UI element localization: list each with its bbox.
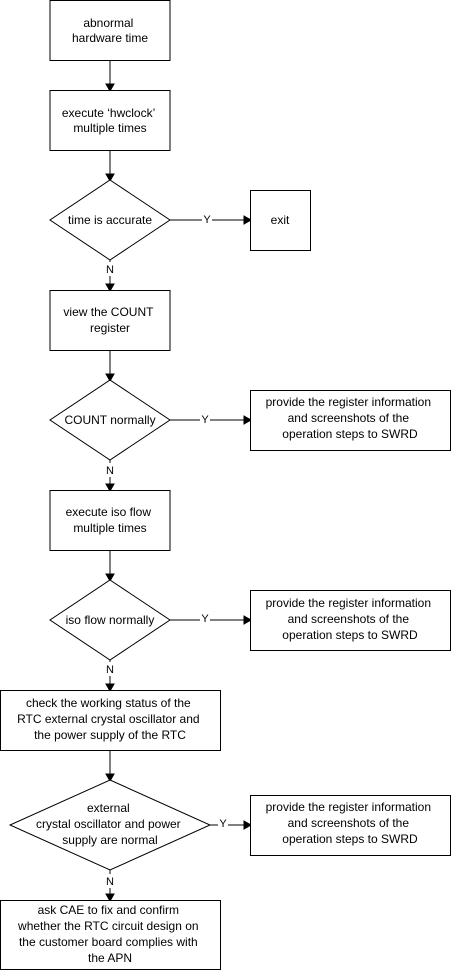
node-hwclock-label: execute ‘hwclock’ multiple times [62, 106, 158, 135]
arrowhead [243, 415, 253, 425]
node-provide-1-label: provide the register information and scr… [266, 395, 435, 441]
node-iso-check-label: iso flow normally [66, 613, 155, 627]
node-exit: exit [250, 190, 311, 251]
node-iso-exec: execute iso flow multiple times [49, 490, 171, 551]
node-count-check: COUNT normally [49, 379, 171, 461]
arrowhead [105, 283, 115, 293]
arrowhead [243, 215, 253, 225]
node-exit-label: exit [271, 213, 290, 227]
node-cae: ask CAE to fix and confirm whether the R… [0, 900, 221, 970]
edge-labels: Y N Y N Y N Y N [104, 212, 228, 888]
node-start: abnormal hardware time [49, 0, 171, 61]
node-provide-3-label: provide the register information and scr… [266, 800, 435, 846]
node-osc-check: external crystal oscillator and power su… [8, 779, 212, 871]
node-provide-2: provide the register information and scr… [250, 590, 451, 651]
arrowhead [105, 573, 115, 583]
arrowhead [105, 773, 115, 783]
arrowhead [105, 893, 115, 903]
edges [105, 60, 253, 903]
arrowhead [105, 483, 115, 493]
arrowhead [105, 173, 115, 183]
node-osc-check-label: external crystal oscillator and power su… [36, 801, 184, 847]
node-rtc-status-label: check the working status of the RTC exte… [17, 696, 203, 742]
edge-label-iso-no: N [106, 664, 114, 676]
node-hwclock: execute ‘hwclock’ multiple times [49, 90, 171, 151]
arrowhead [243, 615, 253, 625]
node-provide-1: provide the register information and scr… [250, 390, 451, 451]
edge-label-osc-no: N [106, 876, 114, 888]
node-count-view: view the COUNT register [49, 290, 171, 351]
node-count-check-label: COUNT normally [64, 413, 155, 427]
edge-label-time-no: N [106, 264, 114, 276]
edge-label-osc-yes: Y [219, 818, 227, 830]
edge-label-count-yes: Y [201, 414, 209, 426]
node-time-check-label: time is accurate [68, 213, 152, 227]
edge-label-count-no: N [106, 465, 114, 477]
node-cae-label: ask CAE to fix and confirm whether the R… [17, 903, 202, 965]
node-time-check: time is accurate [49, 179, 171, 261]
node-rtc-status: check the working status of the RTC exte… [0, 690, 221, 751]
arrowhead [105, 83, 115, 93]
edge-label-time-yes: Y [203, 214, 211, 226]
node-start-label: abnormal hardware time [72, 16, 148, 45]
arrowhead [243, 820, 253, 830]
arrowhead [105, 373, 115, 383]
node-provide-2-label: provide the register information and scr… [266, 596, 435, 642]
edge-label-iso-yes: Y [201, 613, 209, 625]
arrowhead [105, 683, 115, 693]
node-iso-check: iso flow normally [49, 579, 171, 661]
node-iso-exec-label: execute iso flow multiple times [66, 505, 155, 535]
node-provide-3: provide the register information and scr… [250, 795, 451, 856]
node-count-view-label: view the COUNT register [63, 305, 156, 335]
